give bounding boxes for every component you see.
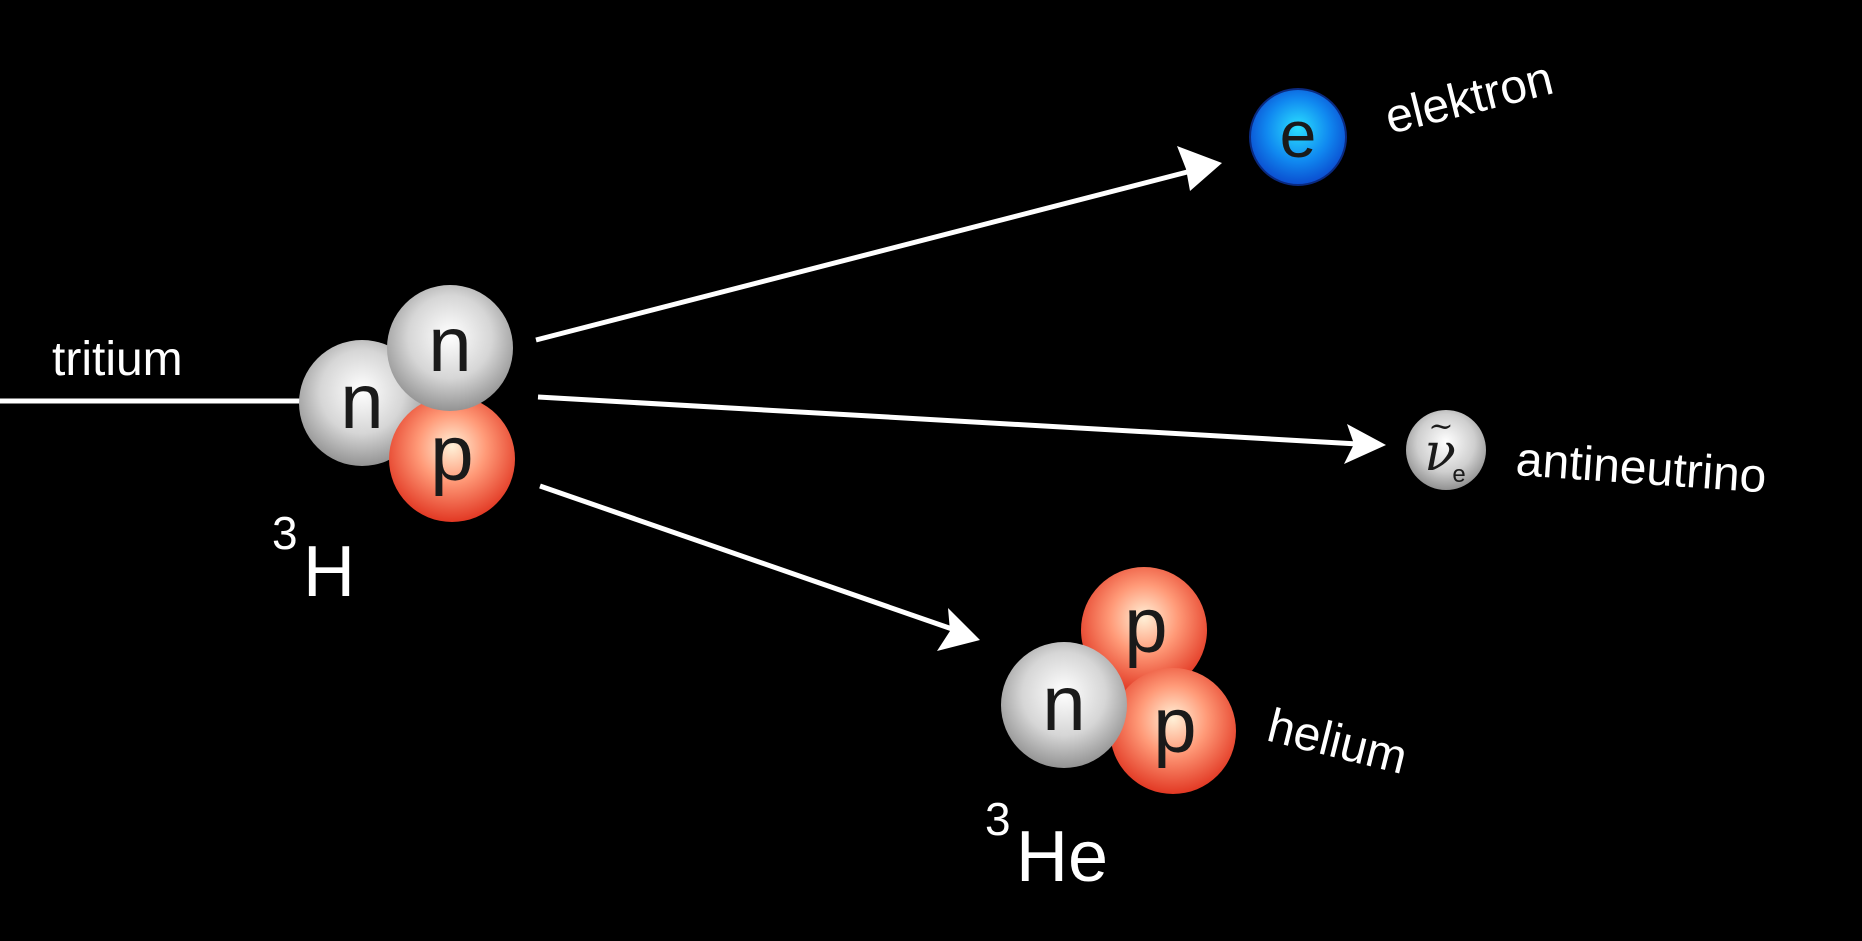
neutron: n (1001, 642, 1127, 768)
proton: p (389, 396, 515, 522)
svg-text:e: e (1280, 97, 1317, 171)
svg-text:3: 3 (272, 507, 298, 559)
arrow-to-antineutrino (537, 394, 1386, 464)
tritium-nucleus: n p n (299, 285, 515, 522)
svg-text:He: He (1016, 817, 1108, 897)
proton-top: p (1081, 567, 1207, 693)
svg-text:p: p (1153, 681, 1196, 769)
svg-text:3: 3 (985, 793, 1011, 845)
antineutrino-label: antineutrino (1514, 433, 1768, 503)
antineutrino-particle: ν ~ e (1406, 409, 1486, 490)
svg-text:n: n (340, 357, 383, 445)
h3-symbol: 3 H (272, 507, 355, 612)
svg-text:~: ~ (1428, 409, 1453, 444)
neutron-left: n (299, 340, 425, 466)
he3-symbol: 3 He (985, 793, 1108, 897)
electron-label: elektron (1380, 52, 1559, 145)
svg-text:ν: ν (1424, 423, 1456, 483)
arrow-to-electron (535, 146, 1222, 343)
svg-text:n: n (1042, 659, 1085, 747)
electron-particle: e (1249, 88, 1347, 186)
svg-text:n: n (428, 300, 471, 388)
svg-text:p: p (1124, 581, 1167, 669)
svg-text:p: p (430, 409, 473, 497)
helium-nucleus: p p n (1001, 567, 1236, 794)
svg-text:H: H (303, 532, 355, 612)
tritium-label: tritium (52, 333, 183, 386)
svg-text:e: e (1452, 461, 1465, 488)
helium-label: helium (1262, 699, 1412, 785)
arrow-to-helium (539, 483, 980, 651)
neutron-top: n (387, 285, 513, 411)
proton-bottom: p (1110, 668, 1236, 794)
